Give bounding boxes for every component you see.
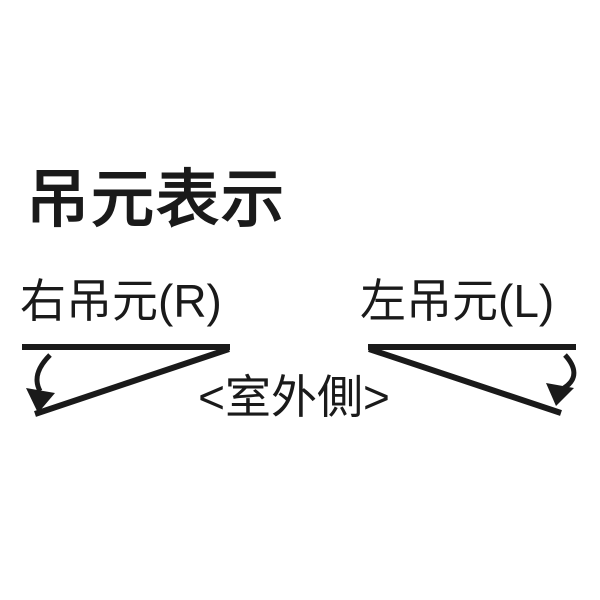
figure-left-hinge (368, 344, 577, 416)
outdoor-side-caption: <室外側> (198, 371, 390, 423)
curved-down-arrow-icon (26, 388, 55, 413)
left-hinge-label: 左吊元(L) (360, 275, 555, 327)
curved-down-arrow-icon (546, 383, 574, 406)
door-open-line (368, 346, 562, 416)
door-open-line (34, 346, 230, 417)
swing-arc (562, 353, 577, 391)
right-hinge-label: 右吊元(R) (20, 275, 222, 327)
page-title: 吊元表示 (26, 165, 286, 235)
swing-arc (34, 353, 52, 393)
figure-right-hinge (22, 344, 230, 417)
